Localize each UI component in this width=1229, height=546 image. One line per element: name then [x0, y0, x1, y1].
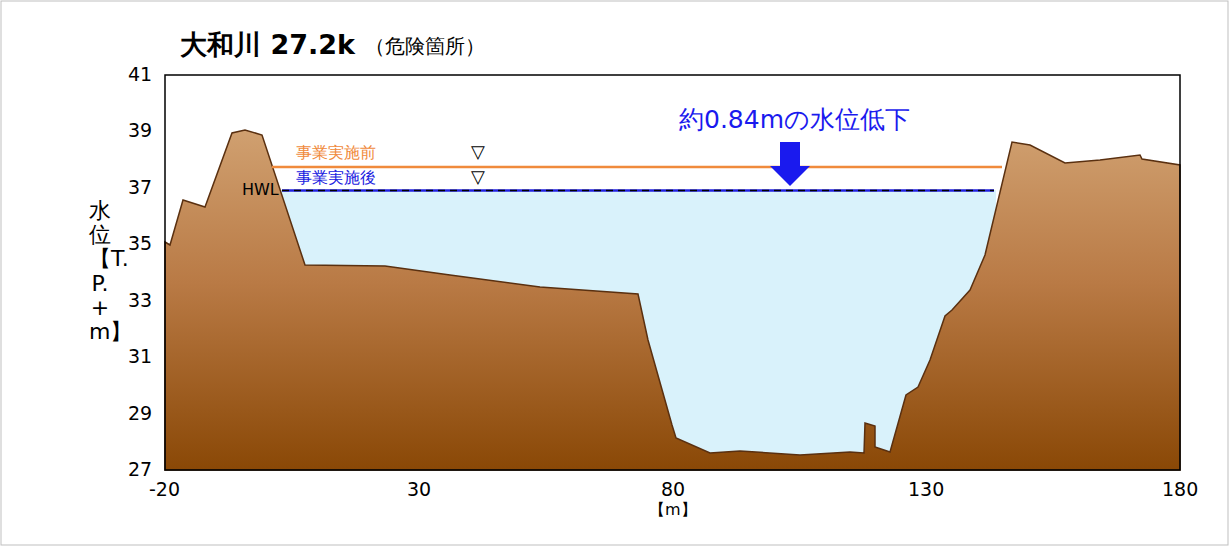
y-tick: 37 [128, 177, 152, 199]
y-tick: 35 [128, 233, 152, 255]
drop-callout: 約0.84mの水位低下 [679, 106, 910, 135]
water-level-after [282, 189, 994, 192]
river-bed-profile [165, 130, 1180, 470]
x-tick: 30 [407, 479, 431, 501]
title-note: （危険箇所） [365, 35, 485, 58]
before-label: 事業実施前 [296, 144, 376, 162]
level-symbol: ▽ [471, 167, 485, 188]
y-tick: 41 [128, 64, 152, 86]
after-label: 事業実施後 [296, 169, 376, 187]
hwl-line [282, 190, 994, 192]
plot-frame [165, 75, 1180, 470]
x-tick: -20 [149, 479, 180, 501]
x-axis-unit: 【m】 [649, 501, 697, 519]
hwl-label: HWL [242, 181, 279, 199]
x-tick: 180 [1162, 479, 1198, 501]
x-tick: 130 [908, 479, 944, 501]
chart-title: 大和川 27.2k [180, 29, 355, 60]
x-tick: 80 [661, 479, 685, 501]
y-tick: 29 [128, 403, 152, 425]
y-tick: 27 [128, 459, 152, 481]
y-tick: 31 [128, 346, 152, 368]
drop-arrow [770, 142, 810, 186]
y-tick: 33 [128, 290, 152, 312]
y-axis-title: 水位 【T.P. +m】 [89, 199, 111, 344]
water-level-before [272, 166, 1002, 169]
level-symbol: ▽ [471, 142, 485, 163]
y-tick: 39 [128, 120, 152, 142]
